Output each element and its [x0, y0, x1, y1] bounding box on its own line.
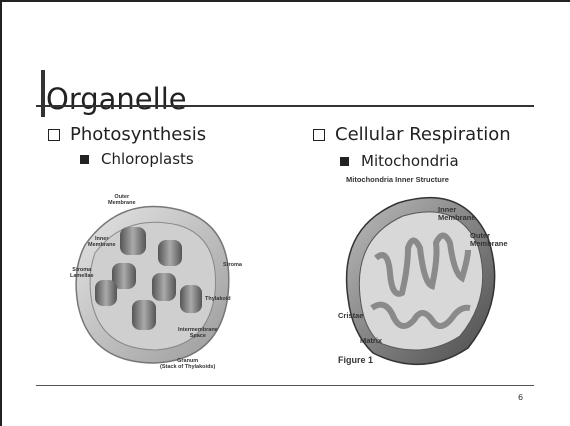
- filled-square-bullet-icon: [80, 155, 89, 164]
- bullet-cellular-respiration-label: Cellular Respiration: [335, 124, 511, 145]
- footer-divider: [36, 385, 534, 386]
- label-granum: Granum (Stack of Thylakoids): [160, 358, 215, 370]
- hollow-square-bullet-icon: [313, 129, 325, 141]
- bullet-cellular-respiration: Cellular Respiration: [313, 124, 511, 145]
- bullet-photosynthesis: Photosynthesis: [48, 124, 206, 145]
- title-divider: [36, 105, 534, 107]
- page-number: 6: [518, 393, 523, 402]
- hollow-square-bullet-icon: [48, 129, 60, 141]
- label-intermembrane-space: Intermembrane Space: [178, 327, 218, 339]
- label-outer-membrane: Outer Membrane: [108, 194, 136, 206]
- sub-bullet-chloroplasts-label: Chloroplasts: [101, 150, 194, 168]
- slide-title: Organelle: [46, 82, 187, 116]
- sub-bullet-chloroplasts: Chloroplasts: [80, 150, 194, 168]
- slide-frame-left: [0, 0, 2, 426]
- sub-bullet-mitochondria: Mitochondria: [340, 152, 459, 170]
- label-matrix: Matrix: [360, 337, 382, 345]
- mitochondria-diagram-title: Mitochondria Inner Structure: [346, 176, 449, 184]
- bullet-photosynthesis-label: Photosynthesis: [70, 124, 206, 145]
- label-thylakoid: Thylakoid: [205, 296, 231, 302]
- label-stroma: Stroma: [223, 262, 242, 268]
- label-mito-outer-membrane: Outer Membrane: [470, 232, 508, 248]
- label-stroma-lamellae: Stroma Lamellae: [70, 267, 94, 279]
- mitochondria-diagram: [328, 188, 508, 368]
- label-inner-membrane: Inner Membrane: [88, 236, 116, 248]
- slide-frame-top: [0, 0, 570, 2]
- figure-caption: Figure 1: [338, 356, 373, 364]
- label-cristae: Cristae: [338, 312, 363, 320]
- title-accent-bar: [41, 70, 45, 117]
- sub-bullet-mitochondria-label: Mitochondria: [361, 152, 459, 170]
- label-mito-inner-membrane: Inner Membrane: [438, 206, 476, 222]
- filled-square-bullet-icon: [340, 157, 349, 166]
- chloroplast-diagram: [60, 185, 260, 375]
